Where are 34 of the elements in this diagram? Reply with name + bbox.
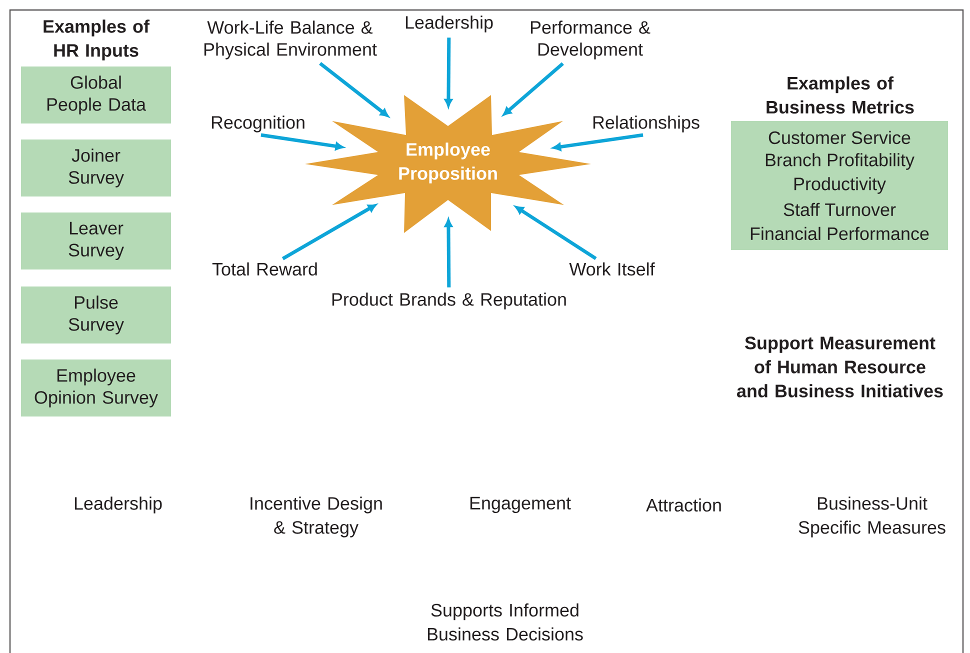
factor-label: Product Brands & Reputation [332,292,566,310]
arrow [515,206,597,260]
metric-item: Branch Profitability [766,153,914,170]
arrow [444,218,452,288]
arrow [552,133,644,151]
metric-item: Customer Service [768,130,910,144]
input-box: Global People Data [21,66,171,124]
factor-label: Work Itself [569,262,655,276]
measure-label: Leadership [74,496,162,514]
measure-label: Engagement [470,496,571,514]
arrow [260,133,344,150]
factor-label: Work-Life Balance & Physical Environment [204,20,377,60]
factor-label: Relationships [593,116,700,132]
factor-label: Performance & Development [530,20,650,60]
measure-label: Attraction [646,498,721,512]
arrow [319,62,389,118]
metric-item: Productivity [794,177,886,194]
metric-item: Financial Performance [750,226,929,240]
metric-item: Staff Turnover [784,202,896,216]
arrow [502,62,564,116]
arrow [444,38,452,108]
section-heading: Support Measurement of Human Resource and Business Initiatives [737,336,943,398]
arrow [282,204,376,260]
input-box: Employee Opinion Survey [21,360,171,416]
factor-label: Leadership [406,16,493,32]
box-heading: Examples of Business Metrics [766,76,914,114]
outcome-text: Supports Informed Business Decisions [428,603,583,641]
factor-label: Recognition [212,116,304,132]
measure-label: Incentive Design & Strategy [250,496,382,538]
factor-label: Total Reward [212,262,317,276]
input-box: Leaver Survey [21,212,171,270]
input-box: Pulse Survey [21,286,171,344]
input-box: Joiner Survey [21,140,171,196]
measure-label: Business-Unit Specific Measures [798,496,946,538]
